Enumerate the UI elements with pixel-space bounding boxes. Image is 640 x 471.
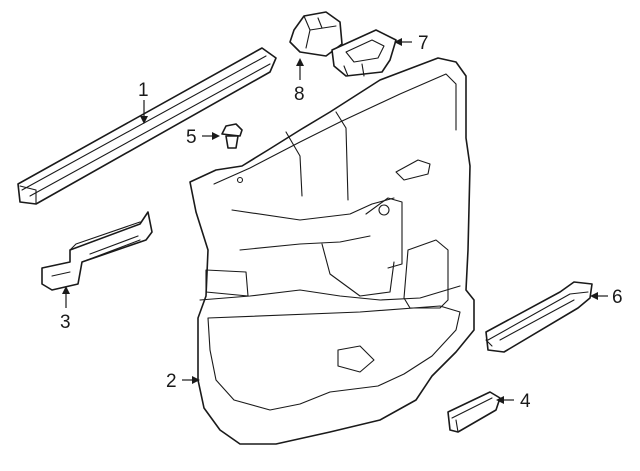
leader-4 xyxy=(496,396,514,404)
leader-6 xyxy=(590,292,608,300)
leader-1 xyxy=(140,100,148,124)
part-2-door-trim-panel xyxy=(189,57,475,445)
part-3-bracket xyxy=(41,211,153,291)
leader-2 xyxy=(182,376,200,384)
callout-8: 8 xyxy=(294,84,305,105)
callout-4: 4 xyxy=(520,391,531,412)
callout-6: 6 xyxy=(612,287,623,308)
leader-8 xyxy=(296,58,304,80)
leader-7 xyxy=(394,38,412,46)
leader-3 xyxy=(62,286,70,308)
callout-1: 1 xyxy=(138,80,149,101)
callout-5: 5 xyxy=(186,127,197,148)
part-5-retainer xyxy=(221,123,243,149)
part-8-window-switch xyxy=(289,11,343,57)
part-7-switch-bezel xyxy=(331,29,397,77)
part-4-cover xyxy=(447,391,501,433)
part-6-pull-handle xyxy=(485,281,593,353)
callout-2: 2 xyxy=(166,371,177,392)
leader-5 xyxy=(202,132,220,140)
callout-3: 3 xyxy=(60,312,71,333)
callout-7: 7 xyxy=(418,33,429,54)
